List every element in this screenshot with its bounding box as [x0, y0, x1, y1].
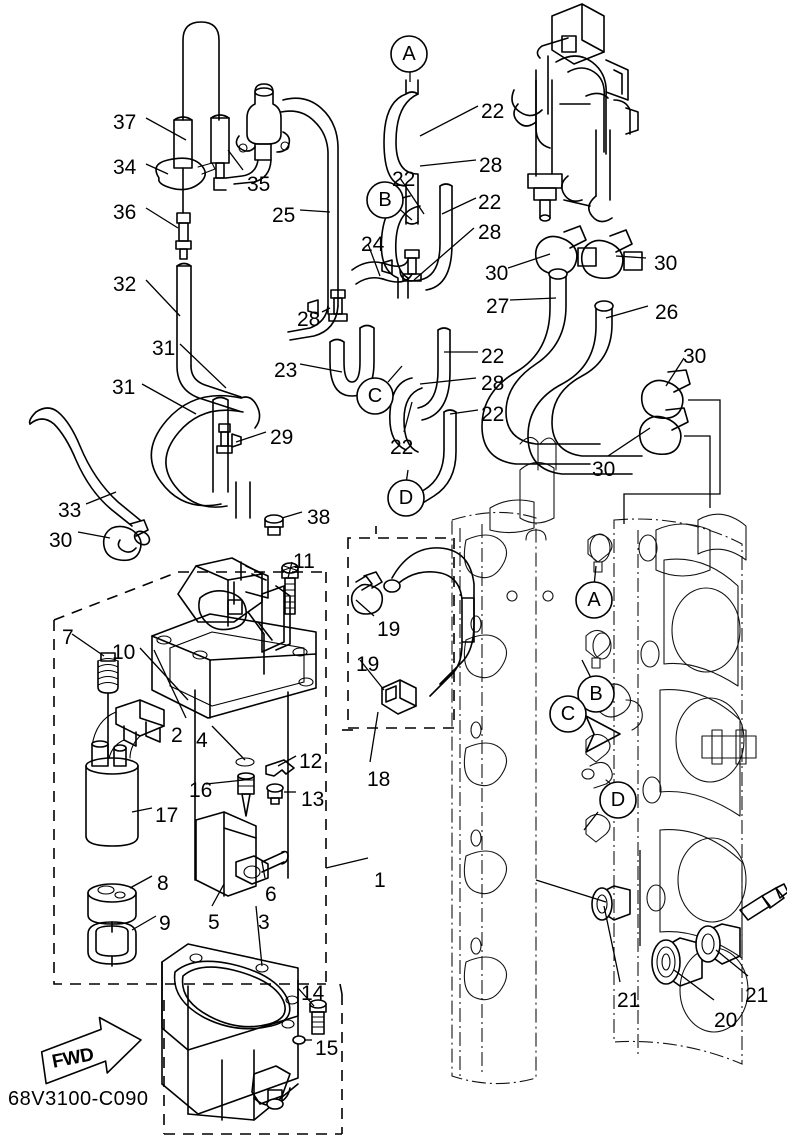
callout-7: 7 [62, 626, 74, 649]
group-needle-valve [235, 757, 295, 817]
callout-30-d: 30 [683, 345, 707, 368]
callout-28-a: 28 [297, 308, 321, 331]
group-hose-31-loop [150, 394, 261, 519]
callout-11: 11 [293, 550, 315, 573]
callout-32: 32 [113, 273, 137, 296]
callout-16: 16 [189, 779, 213, 802]
group-pressure-regulator-35 [213, 83, 339, 341]
callout-9: 9 [159, 912, 171, 935]
callout-15: 15 [315, 1037, 339, 1060]
callout-26: 26 [655, 301, 679, 324]
group-hose-23 [329, 324, 375, 397]
callout-22-d: 22 [481, 345, 505, 368]
callout-34: 34 [113, 156, 137, 179]
callout-22-b: 22 [392, 168, 416, 191]
callout-18: 18 [367, 768, 391, 791]
group-hose-22-C [389, 327, 457, 507]
callout-5: 5 [208, 911, 220, 934]
group-injector-assembly [511, 3, 639, 223]
callout-25: 25 [272, 204, 296, 227]
callout-27: 27 [486, 295, 510, 318]
group-engine-block [451, 436, 757, 1085]
callout-10: 10 [112, 641, 136, 664]
callout-31-a: 31 [152, 337, 176, 360]
group-pump-assembly [85, 652, 165, 967]
balloon-B-block: B [589, 683, 603, 705]
callout-19-b: 19 [356, 653, 380, 676]
callout-12: 12 [299, 750, 323, 773]
callout-38: 38 [307, 506, 331, 529]
callout-13: 13 [301, 788, 325, 811]
balloon-C-block: C [560, 703, 576, 725]
balloon-A-block: A [587, 589, 601, 611]
group-hose-22-A [383, 79, 419, 225]
callout-37: 37 [113, 111, 137, 134]
balloon-A-hose: A [402, 43, 416, 65]
group-vapor-separator-body [151, 557, 317, 881]
group-hoses-26-27 [481, 225, 721, 524]
callout-28-b: 28 [479, 154, 503, 177]
callout-30-b: 30 [485, 262, 509, 285]
callout-1: 1 [374, 869, 386, 892]
group-assembly-boundaries [53, 526, 455, 1135]
callout-30-c: 30 [654, 252, 678, 275]
callout-19-a: 19 [377, 618, 401, 641]
callout-22-c: 22 [478, 191, 502, 214]
group-pipe-37-assembly [155, 21, 242, 412]
callout-29: 29 [270, 426, 294, 449]
callout-8: 8 [157, 872, 169, 895]
group-lower-body [161, 943, 327, 1121]
group-balloon-circles [356, 35, 637, 819]
balloon-D-hose: D [398, 487, 414, 509]
callout-14: 14 [301, 982, 325, 1005]
callout-3: 3 [258, 911, 270, 934]
callout-28-d: 28 [481, 372, 505, 395]
callout-6: 6 [265, 883, 277, 906]
callout-33: 33 [58, 499, 82, 522]
callout-30-a: 30 [49, 529, 73, 552]
callout-22-f: 22 [390, 436, 414, 459]
balloon-C-hose: C [367, 385, 383, 407]
callout-31-b: 31 [112, 376, 136, 399]
callout-22-a: 22 [481, 100, 505, 123]
group-hose-33 [28, 407, 151, 562]
callout-21-b: 21 [745, 984, 769, 1007]
callout-17: 17 [155, 804, 179, 827]
callout-35: 35 [247, 173, 271, 196]
fwd-arrow-icon [40, 1016, 142, 1085]
callout-22-e: 22 [481, 403, 505, 426]
group-dampers [535, 850, 787, 987]
callout-30-e: 30 [592, 458, 616, 481]
callout-28-c: 28 [478, 221, 502, 244]
callout-21-a: 21 [617, 989, 641, 1012]
balloon-B-hose: B [378, 189, 392, 211]
callout-4: 4 [196, 729, 208, 752]
callout-20: 20 [714, 1009, 738, 1032]
part-code-label: 68V3100-C090 [8, 1088, 149, 1110]
callout-23: 23 [274, 359, 298, 382]
balloon-D-block: D [610, 789, 626, 811]
group-hose-18-19 [350, 547, 475, 715]
callout-24: 24 [361, 233, 385, 256]
callout-2: 2 [171, 724, 183, 747]
callout-36: 36 [113, 201, 137, 224]
